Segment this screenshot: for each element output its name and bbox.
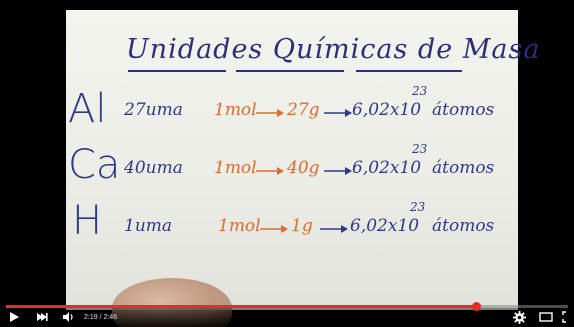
gear-icon [513,311,526,324]
atoms-label: átomos [432,216,495,236]
next-button[interactable] [36,311,48,323]
arrow-icon [324,167,352,175]
volume-button[interactable] [62,311,76,323]
avogadro-number: 6,02x10 [352,158,422,178]
time-display: 2:19 / 2:46 [84,314,118,321]
gram-mass: 27g [287,100,320,120]
progress-bar[interactable] [6,302,568,311]
mol-quantity: 1mol [214,100,257,120]
arrow-icon [256,167,284,175]
arrow-icon [320,225,348,233]
element-symbol: Al [68,86,107,132]
atomic-mass: 40uma [124,158,183,178]
atoms-label: átomos [432,100,495,120]
element-symbol: Ca [68,142,121,188]
progress-fill [6,305,477,308]
element-symbol: H [72,198,103,244]
fullscreen-icon [562,311,566,323]
gram-mass: 1g [291,216,313,236]
exponent: 23 [412,84,428,98]
mol-quantity: 1mol [218,216,261,236]
title-underline [236,70,344,72]
whiteboard [66,10,518,310]
arrow-icon [260,225,288,233]
atoms-label: átomos [432,158,495,178]
settings-button[interactable] [513,311,526,324]
player-controls [0,305,574,327]
mol-quantity: 1mol [214,158,257,178]
avogadro-number: 6,02x10 [350,216,420,236]
miniplayer-button[interactable] [539,311,553,323]
play-button[interactable] [8,311,20,323]
miniplayer-icon [539,312,553,322]
arrow-icon [324,109,352,117]
title-underline [356,70,462,72]
volume-icon [63,312,73,322]
avogadro-number: 6,02x10 [352,100,422,120]
atomic-mass: 27uma [124,100,183,120]
title-underline [128,70,226,72]
gram-mass: 40g [287,158,320,178]
arrow-icon [256,109,284,117]
fullscreen-button[interactable] [562,311,572,323]
progress-handle[interactable] [472,302,482,311]
exponent: 23 [410,200,426,214]
video-title-handwritten: Unidades Químicas de Masa [126,34,541,65]
play-icon [10,312,19,322]
exponent: 23 [412,142,428,156]
next-icon [37,313,48,321]
atomic-mass: 1uma [124,216,173,236]
